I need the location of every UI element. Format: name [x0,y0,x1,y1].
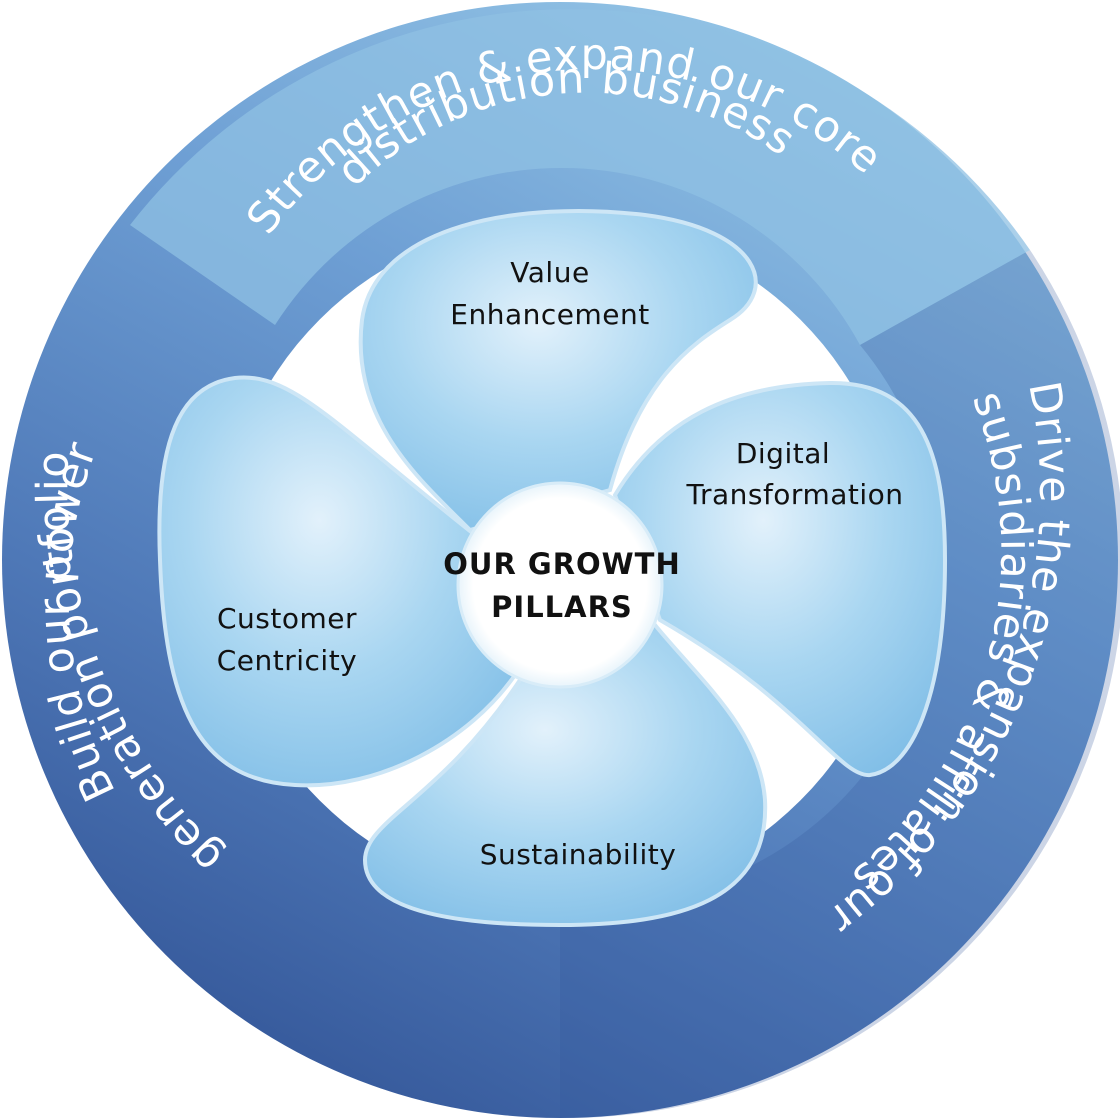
ring-segment-top [130,9,1030,346]
petal-customer [157,375,518,788]
pillar-label-digital-line1: Digital [736,437,830,470]
center-hub [456,481,664,689]
petal-sustainability [362,622,768,928]
pillar-petals [157,209,948,928]
center-title-line1: OUR GROWTH [443,547,680,581]
petal-value [358,209,758,533]
pillar-label-digital-line2: Transformation [685,478,903,511]
pillar-label-value-line2: Enhancement [450,298,649,331]
pillar-label-customer-line2: Centricity [217,644,358,677]
pillar-label-customer-line1: Customer [217,602,357,635]
pillar-label-sustainability: Sustainability [480,838,677,871]
pillar-label-value-line1: Value [510,256,589,289]
center-title-line2: PILLARS [491,590,633,624]
petal-digital [612,380,948,778]
